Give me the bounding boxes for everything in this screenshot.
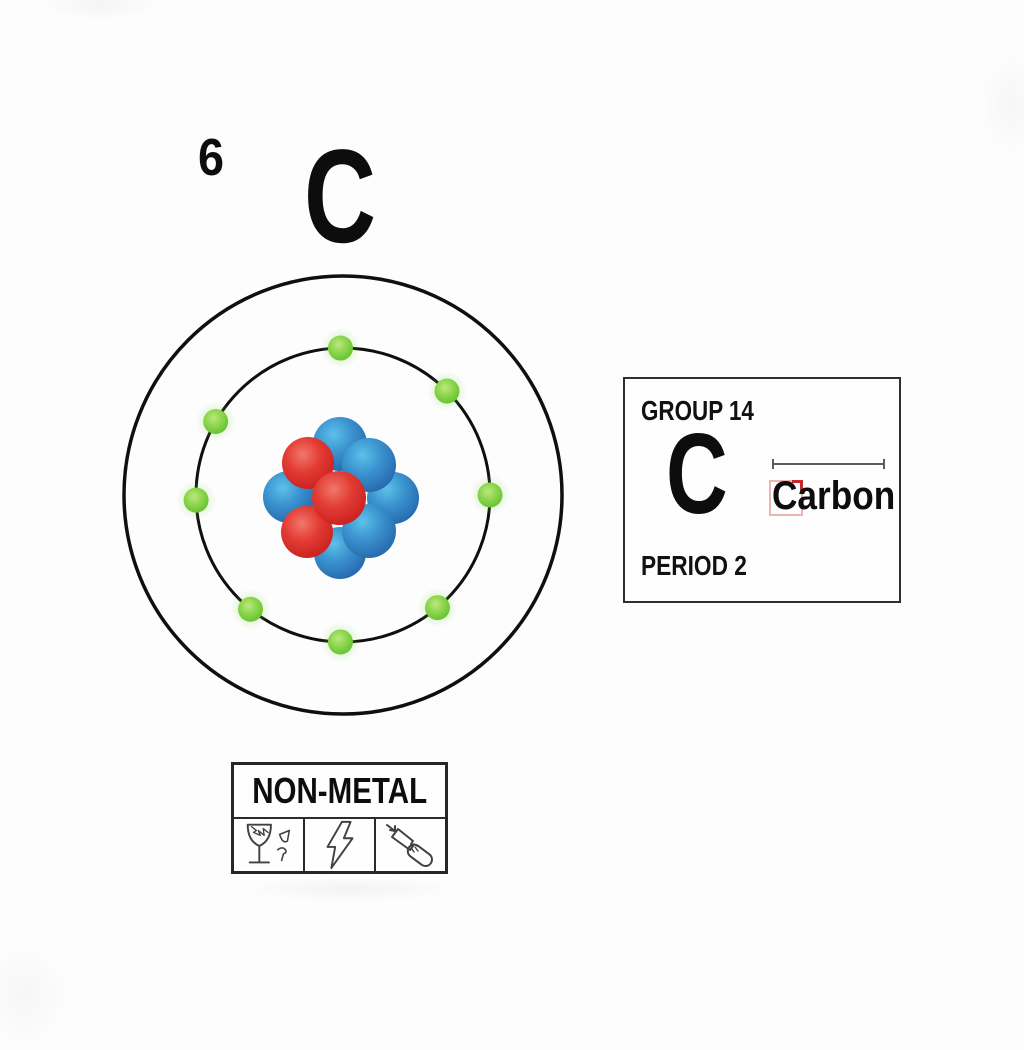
period-label: PERIOD 2 — [641, 550, 747, 581]
classification-header: NON-METAL — [234, 765, 445, 819]
annotation-highlight-box — [769, 480, 803, 516]
atomic-number: 6 — [198, 129, 225, 187]
bohr-model-diagram — [122, 274, 564, 716]
nucleus — [263, 417, 419, 579]
element-name: Carbon — [772, 474, 896, 518]
property-icon-row — [234, 819, 445, 871]
measurement-line — [772, 459, 885, 469]
broken-rod-icon — [385, 824, 433, 868]
group-label: GROUP 14 — [641, 395, 754, 426]
lightning-bolt-icon — [326, 820, 353, 870]
property-cell-brittle — [234, 819, 303, 871]
classification-label: NON-METAL — [252, 770, 427, 811]
broken-glass-icon — [246, 823, 290, 864]
property-cell-electrical — [303, 819, 374, 871]
element-symbol-large: C — [304, 123, 377, 271]
measure-bar — [772, 463, 885, 465]
property-cell-breakable — [374, 819, 445, 871]
info-card-symbol: C — [666, 411, 728, 538]
element-info-card: GROUP 14 C Carbon PERIOD 2 — [623, 377, 901, 603]
electrons — [175, 327, 511, 663]
annotation-corner-mark — [792, 480, 803, 491]
classification-card: NON-METAL — [231, 762, 448, 874]
measure-tick-right — [883, 459, 885, 469]
